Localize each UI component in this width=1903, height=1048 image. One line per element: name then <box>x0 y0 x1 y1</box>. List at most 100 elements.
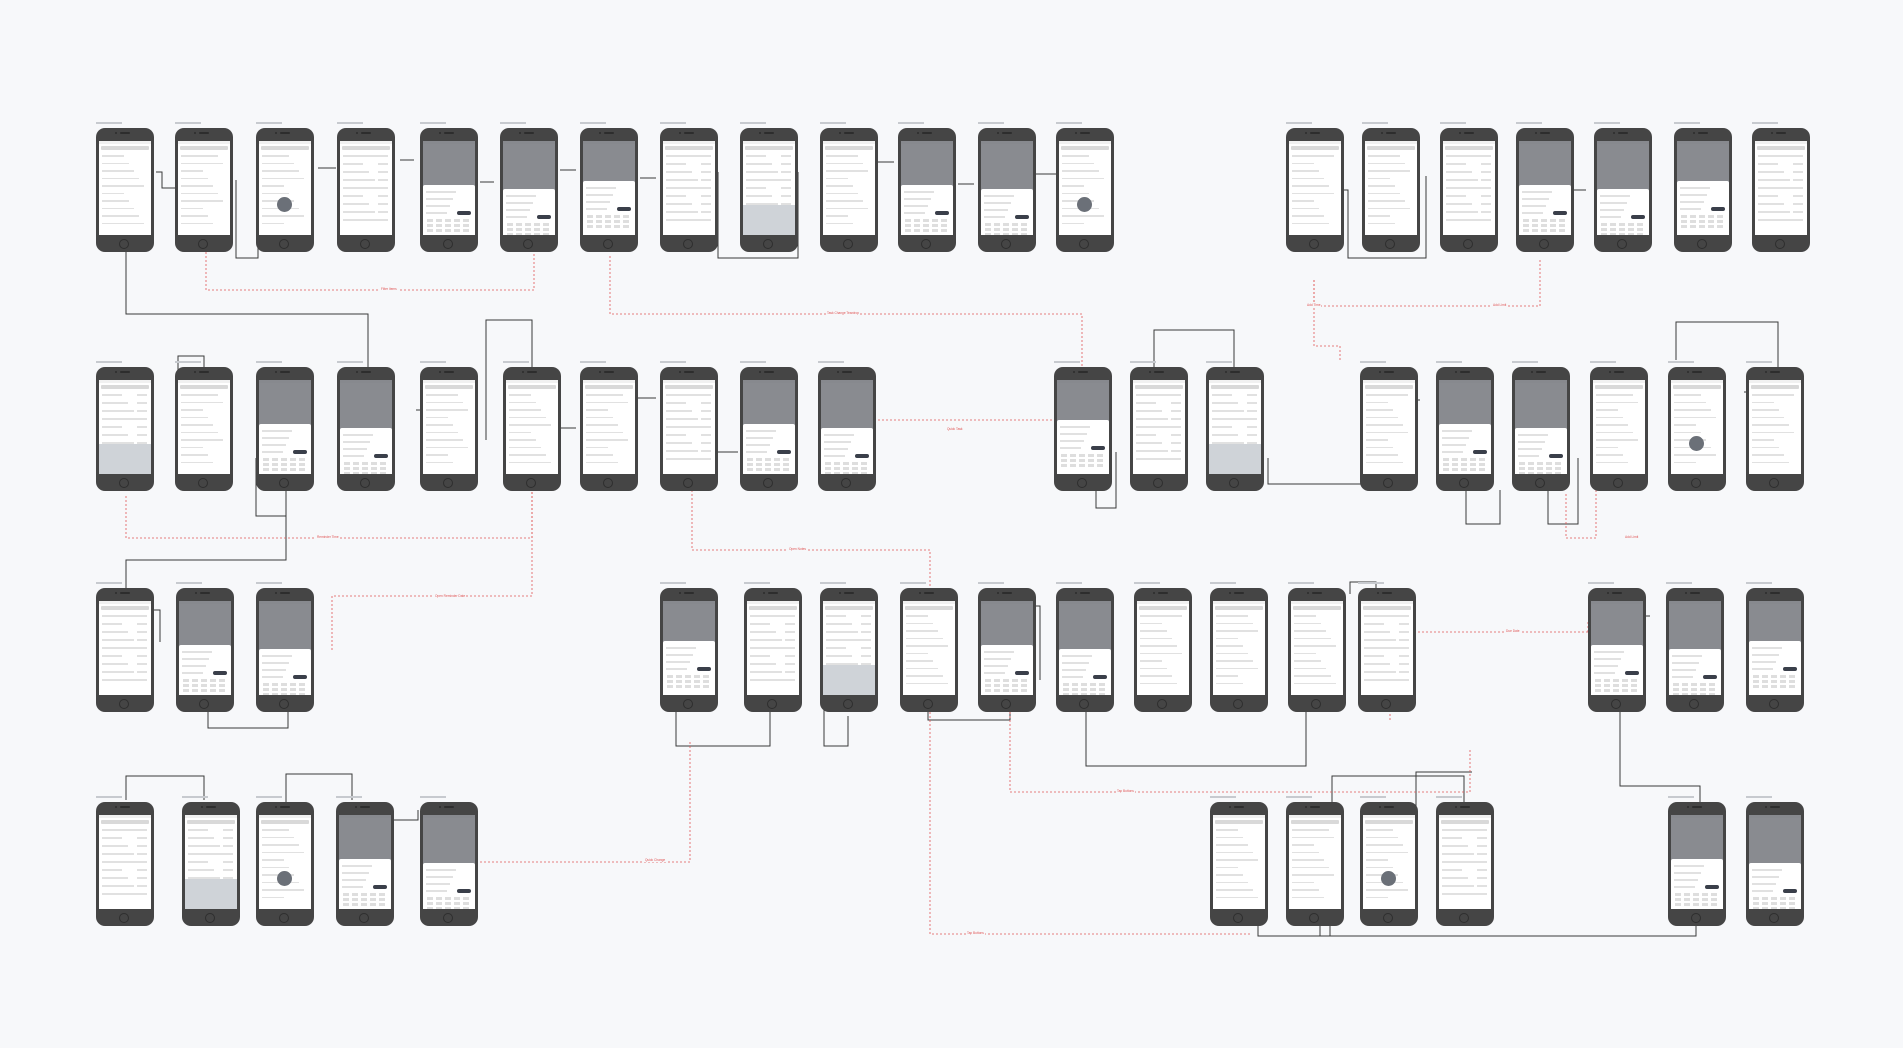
form-row <box>102 861 140 863</box>
picker-cell <box>1673 688 1679 691</box>
form-value <box>378 203 388 205</box>
list-row <box>586 409 608 411</box>
frame-title-placeholder <box>175 361 201 363</box>
home-button <box>1775 239 1785 249</box>
list-row <box>262 836 294 838</box>
status-bar <box>99 815 151 818</box>
form-value <box>223 853 233 855</box>
sheet-row <box>1752 869 1782 871</box>
picker-cell <box>765 463 771 466</box>
sheet-row <box>182 672 203 674</box>
connector-label: Task Change Teardrop <box>826 311 861 315</box>
connector <box>125 775 205 800</box>
sheet-row <box>984 672 1005 674</box>
bottom-sheet <box>423 185 475 235</box>
picker-cell <box>454 907 460 909</box>
connector-label: Open Reminder Date <box>434 594 467 598</box>
picker-cell <box>685 680 691 683</box>
picker-cell <box>1081 683 1087 686</box>
sheet-row <box>904 205 928 207</box>
form-row <box>826 663 858 665</box>
list-row <box>1596 431 1633 433</box>
picker-cell <box>1619 223 1625 226</box>
connector-label: Tap Buttons <box>1116 789 1135 793</box>
sheet-row <box>1680 201 1704 203</box>
phone-frame <box>1440 128 1498 252</box>
list-row <box>1368 207 1410 209</box>
form-value <box>378 219 388 221</box>
earpiece <box>1312 592 1322 594</box>
home-button <box>279 239 289 249</box>
bottom-sheet <box>1439 424 1491 474</box>
action-circle <box>1689 436 1704 451</box>
home-button <box>205 913 215 923</box>
picker-cell <box>281 468 287 471</box>
front-camera <box>439 132 441 134</box>
connector <box>717 172 799 259</box>
done-button <box>1549 454 1563 458</box>
home-button <box>923 699 933 709</box>
picker-cell <box>1559 224 1565 227</box>
picker-cell <box>1003 689 1009 692</box>
home-button <box>198 239 208 249</box>
form-row <box>750 679 788 681</box>
earpiece <box>1618 132 1628 134</box>
list-row <box>1674 424 1696 426</box>
form-row <box>666 450 698 452</box>
phone-frame <box>1362 128 1420 252</box>
list-row <box>181 439 223 441</box>
list-row <box>1216 622 1253 624</box>
picker-cell <box>290 693 296 695</box>
picker-cell <box>1789 680 1795 683</box>
front-camera <box>1307 592 1309 594</box>
picker-cell <box>1693 893 1699 896</box>
form-value <box>1481 163 1491 165</box>
list-row <box>1366 896 1388 898</box>
list-row <box>1294 652 1316 654</box>
form-value <box>781 171 791 173</box>
phone-frame <box>1210 802 1268 926</box>
list-row <box>181 207 203 209</box>
picker-cell <box>343 903 349 906</box>
list-row <box>1366 394 1408 396</box>
picker-cell <box>1021 689 1027 692</box>
front-camera <box>759 371 761 373</box>
phone-screen <box>1515 380 1567 474</box>
form-value <box>1481 211 1491 213</box>
form-value <box>137 639 147 641</box>
connector-label: Quick Change <box>644 858 667 862</box>
picker-cell <box>1675 893 1681 896</box>
status-bar <box>1213 815 1265 818</box>
picker-cell <box>183 679 189 682</box>
front-camera <box>115 592 117 594</box>
picker-cell <box>1012 689 1018 692</box>
done-button <box>617 207 631 211</box>
sheet-row <box>824 455 845 457</box>
picker-cell <box>1090 683 1096 686</box>
list-row <box>102 155 124 157</box>
sheet-row <box>666 647 696 649</box>
phone-screen <box>259 141 311 235</box>
form-row <box>666 179 698 181</box>
form-value <box>1247 410 1257 412</box>
form-value <box>137 623 147 625</box>
picker-cell <box>1081 693 1087 695</box>
bottom-sheet <box>1591 645 1643 695</box>
home-button <box>359 913 369 923</box>
sheet-row <box>1752 890 1773 892</box>
done-button <box>697 667 711 671</box>
form-row <box>102 394 122 396</box>
front-camera <box>439 806 441 808</box>
picker-cell <box>1099 693 1105 695</box>
home-button <box>603 478 613 488</box>
form-value <box>137 410 147 412</box>
phone-screen <box>178 141 230 235</box>
nav-title <box>342 146 390 150</box>
form-value <box>701 426 711 428</box>
phone-screen <box>340 380 392 474</box>
picker-cell <box>852 467 858 470</box>
picker-cell <box>534 233 540 235</box>
list-row <box>1292 896 1324 898</box>
sheet-row <box>746 451 767 453</box>
picker-cell <box>534 223 540 226</box>
